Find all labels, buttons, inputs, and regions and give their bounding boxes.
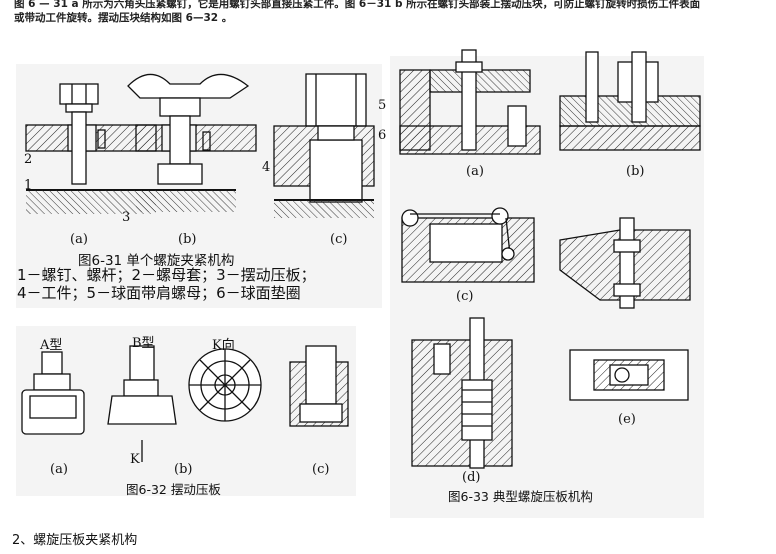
fig31-b-drawing [127,73,257,212]
fig33-sub-e: (e) [618,412,636,427]
fig32-type-b: B型 [132,336,155,351]
fig32-title: 图6-32 摆动压板 [126,482,221,497]
fig33-sub-d: (d) [462,470,481,485]
fig32-sub-b: (b) [174,462,193,477]
fig31-num-6: 6 [378,128,387,143]
fig33-a-drawing [399,49,541,155]
fig32-sub-a: (a) [50,462,68,477]
fig31-sub-b: (b) [178,232,197,247]
fig33-sub-b: (b) [626,164,645,179]
fig33-sub-a: (a) [466,164,484,179]
fig31-legend-line2: 4－工件；5－球面带肩螺母；6－球面垫圈 [17,284,301,302]
fig32-c-drawing [289,345,349,427]
fig33-c-drawing [401,207,535,283]
fig32-k-view [188,348,262,422]
fig33-b-drawing [559,51,701,151]
fig33-sub-c: (c) [456,289,474,304]
fig32-type-a: A型 [40,338,63,353]
fig33-e-drawing [569,349,689,401]
fig32-k-arrow-label: K [130,452,140,467]
fig31-c-drawing [273,73,375,218]
section-heading: 2、螺旋压板夹紧机构 [12,533,138,548]
fig31-num-1: 1 [24,178,33,193]
fig31-num-3: 3 [122,210,131,225]
fig33-title: 图6-33 典型螺旋压板机构 [448,489,593,504]
fig32-a-drawing [21,351,85,435]
fig31-a-drawing [25,83,157,214]
intro-paragraph: 图 6 — 31 a 所示为六角头压紧螺钉，它是用螺钉头部直接压紧工件。图 6－… [14,0,701,24]
fig31-num-4: 4 [262,160,271,175]
fig32-k-direction: K向 [212,338,235,353]
fig32-b-drawing [107,345,177,462]
fig31-num-5: 5 [378,98,387,113]
fig31-sub-c: (c) [330,232,348,247]
fig33-d-drawing [411,317,513,469]
fig31-legend-line1: 1－螺钉、螺杆；2－螺母套；3－摆动压板； [17,266,316,284]
fig33-right-top-drawing [559,217,691,309]
fig31-title: 图6-31 单个螺旋夹紧机构 [78,253,235,269]
fig32-sub-c: (c) [312,462,330,477]
fig31-num-2: 2 [24,152,33,167]
fig31-sub-a: (a) [70,232,88,247]
